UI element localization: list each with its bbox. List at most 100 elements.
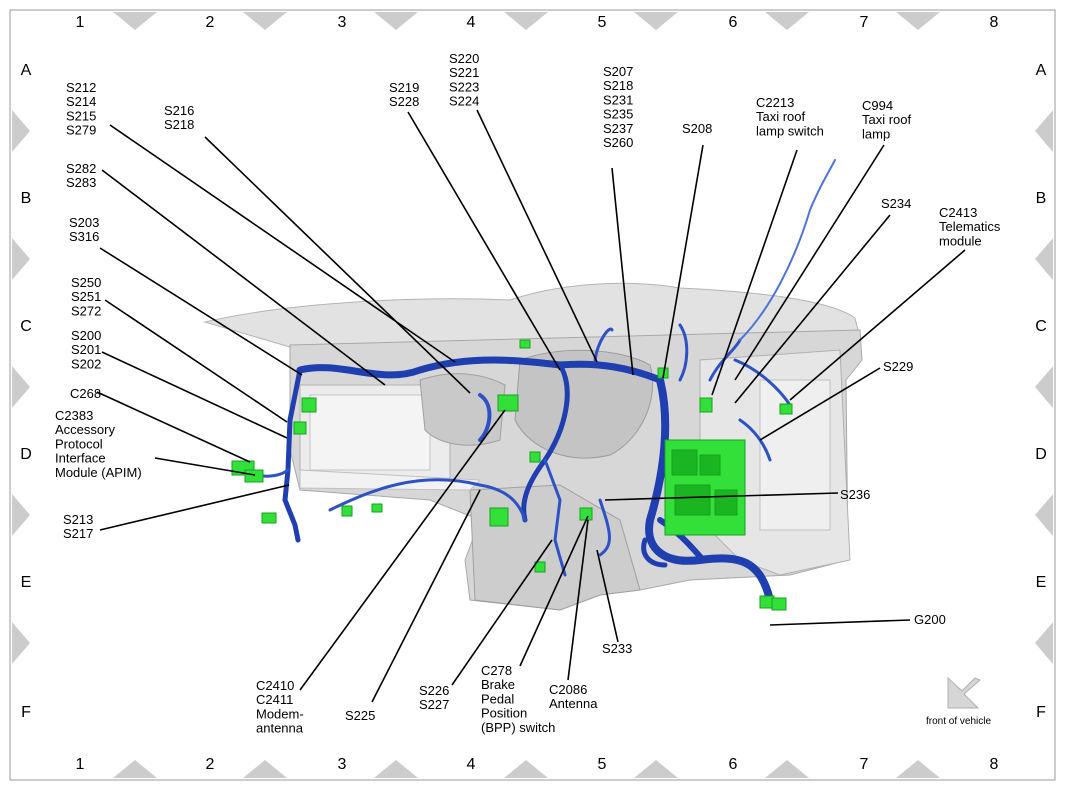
callout-c2383-line: Module (APIM) xyxy=(55,465,142,480)
callout-s226-line: S227 xyxy=(419,697,449,712)
callout-c2383-line: C2383 xyxy=(55,408,93,423)
grid-column-label-top: 5 xyxy=(598,14,607,31)
callout-c278-line: C278 xyxy=(481,663,512,678)
callout-c994-line: C994 xyxy=(862,98,893,113)
callout-s220-line: S224 xyxy=(449,94,479,109)
callout-s229-line: S229 xyxy=(883,359,913,374)
grid-column-label-top: 2 xyxy=(206,14,215,31)
callout-c2086-line: Antenna xyxy=(549,696,598,711)
grid-column-label-top: 8 xyxy=(990,14,999,31)
callout-c278-line: Pedal xyxy=(481,691,514,706)
callout-s212-line: S214 xyxy=(66,94,96,109)
grid-column-label-bottom: 7 xyxy=(860,756,869,773)
callout-c2213-line: lamp switch xyxy=(756,123,824,138)
callout-c2383-line: Interface xyxy=(55,451,106,466)
callout-s250-line: S272 xyxy=(71,303,101,318)
grid-row-label-right: C xyxy=(1035,318,1047,335)
grid-row-label-left: B xyxy=(21,190,32,207)
callout-s220-line: S220 xyxy=(449,51,479,66)
callout-s220-line: S221 xyxy=(449,65,479,80)
callout-s207-line: S237 xyxy=(603,121,633,136)
callout-s219-line: S219 xyxy=(389,80,419,95)
grid-column-label-top: 1 xyxy=(76,14,85,31)
callout-s212-line: S279 xyxy=(66,123,96,138)
callout-c994-line: Taxi roof xyxy=(862,112,912,127)
callout-s220-line: S223 xyxy=(449,79,479,94)
callout-c2410-line: C2411 xyxy=(256,692,293,707)
grid-column-label-bottom: 1 xyxy=(76,756,85,773)
callout-s207-line: S260 xyxy=(603,135,633,150)
callout-c2410-line: C2410 xyxy=(256,678,294,693)
callout-c278-line: Brake xyxy=(481,677,515,692)
callout-s212-line: S215 xyxy=(66,108,96,123)
callout-s282-line: S283 xyxy=(66,175,96,190)
callout-s203-line: S203 xyxy=(69,215,99,230)
callout-g200-line: G200 xyxy=(914,612,946,627)
callout-c2213-line: C2213 xyxy=(756,95,794,110)
callout-s212-line: S212 xyxy=(66,80,96,95)
grid-row-label-left: A xyxy=(21,62,32,79)
callout-labels: S212S214S215S279S216S218S219S228S220S221… xyxy=(55,51,1001,736)
grid-row-label-right: B xyxy=(1036,190,1047,207)
callout-s203-line: S316 xyxy=(69,229,99,244)
callout-c268-line: C268 xyxy=(70,386,101,401)
grid-row-label-left: F xyxy=(21,704,31,721)
callout-s216-line: S218 xyxy=(164,117,194,132)
grid-column-label-top: 3 xyxy=(338,14,347,31)
grid-row-label-right: A xyxy=(1036,62,1047,79)
callout-c2213-line: Taxi roof xyxy=(756,109,806,124)
callout-s213-line: S217 xyxy=(63,526,93,541)
callout-s282-line: S282 xyxy=(66,161,96,176)
callout-s236-line: S236 xyxy=(840,487,870,502)
grid-column-label-bottom: 8 xyxy=(990,756,999,773)
grid-column-label-bottom: 6 xyxy=(729,756,738,773)
grid-row-label-right: D xyxy=(1035,446,1047,463)
instrument-panel-structure xyxy=(203,282,863,611)
grid-column-label-top: 6 xyxy=(729,14,738,31)
callout-s207-line: S235 xyxy=(603,107,633,122)
callout-c278-line: Position xyxy=(481,706,527,721)
callout-c2413-line: Telematics xyxy=(939,219,1001,234)
border-markers xyxy=(12,12,1053,778)
callout-s225-line: S225 xyxy=(345,708,375,723)
grid-row-label-left: C xyxy=(20,318,32,335)
leader-lines xyxy=(96,109,966,703)
callout-s200-line: S200 xyxy=(71,328,101,343)
callout-s207-line: S207 xyxy=(603,64,633,79)
callout-c994-line: lamp xyxy=(862,126,890,141)
grid-column-label-bottom: 5 xyxy=(598,756,607,773)
callout-c2413-line: module xyxy=(939,233,982,248)
grid-column-label-bottom: 4 xyxy=(467,756,476,773)
callout-s234-line: S234 xyxy=(881,196,911,211)
grid-row-label-right: E xyxy=(1036,574,1047,591)
front-of-vehicle-indicator: front of vehicle xyxy=(926,676,991,727)
callout-c2383-line: Protocol xyxy=(55,436,103,451)
callout-s207-line: S231 xyxy=(603,92,633,107)
callout-c2086-line: C2086 xyxy=(549,682,587,697)
callout-c278-line: (BPP) switch xyxy=(481,720,555,735)
grid-column-label-top: 4 xyxy=(467,14,476,31)
callout-s200-line: S202 xyxy=(71,356,101,371)
front-of-vehicle-label: front of vehicle xyxy=(926,716,991,727)
callout-c2410-line: antenna xyxy=(256,721,304,736)
callout-s219-line: S228 xyxy=(389,94,419,109)
callout-c2383-line: Accessory xyxy=(55,422,115,437)
grid-column-label-bottom: 2 xyxy=(206,756,215,773)
callout-s208-line: S208 xyxy=(682,121,712,136)
callout-s233-line: S233 xyxy=(602,641,632,656)
callout-s250-line: S250 xyxy=(71,275,101,290)
grid-row-label-right: F xyxy=(1036,704,1046,721)
grid-column-label-bottom: 3 xyxy=(338,756,347,773)
callout-c2413-line: C2413 xyxy=(939,205,977,220)
connectors xyxy=(231,339,793,611)
callout-s200-line: S201 xyxy=(71,342,101,357)
grid-column-label-top: 7 xyxy=(860,14,869,31)
callout-s226-line: S226 xyxy=(419,683,449,698)
callout-s207-line: S218 xyxy=(603,78,633,93)
callout-s213-line: S213 xyxy=(63,512,93,527)
grid-row-label-left: D xyxy=(20,446,32,463)
callout-s216-line: S216 xyxy=(164,103,194,118)
callout-s250-line: S251 xyxy=(71,289,101,304)
grid-row-label-left: E xyxy=(21,574,32,591)
